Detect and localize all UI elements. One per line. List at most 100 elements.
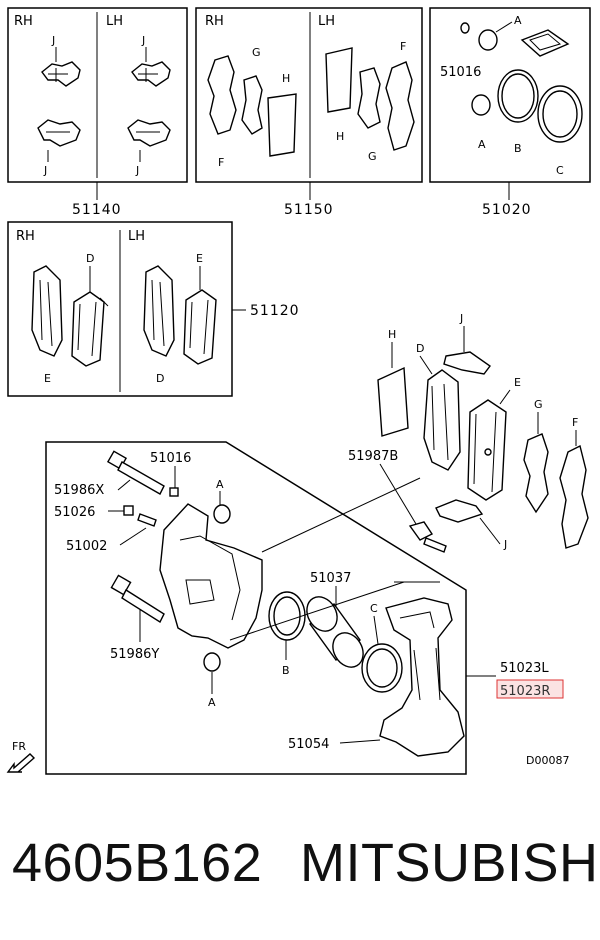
label-51986y: 51986Y: [110, 647, 159, 662]
svg-text:F: F: [400, 40, 406, 53]
piston-seal-b-icon: [268, 591, 306, 641]
box-51020[interactable]: A 51016 A B C: [429, 7, 591, 183]
label-51023l: 51023L: [500, 661, 549, 676]
svg-text:LH: LH: [318, 14, 335, 29]
svg-text:H: H: [336, 130, 344, 143]
caliper-assembly-box[interactable]: 51016 A 51986X 51026 51002 51986Y A 5103…: [45, 441, 467, 775]
svg-text:J: J: [503, 538, 507, 551]
svg-text:H: H: [282, 72, 290, 85]
svg-text:RH: RH: [16, 229, 35, 244]
caliper-support-bracket-icon: [379, 597, 465, 757]
label-51016-kit: 51016: [440, 65, 481, 80]
label-51016: 51016: [150, 451, 191, 466]
label-51020: 51020: [482, 202, 532, 218]
brake-pad-e-icon: [143, 265, 175, 357]
brake-pad-d-icon: [423, 369, 461, 471]
shim-f-icon: [559, 444, 589, 549]
boot-a-icon: [471, 94, 491, 116]
brake-pad-e-icon: [467, 399, 507, 501]
svg-text:E: E: [44, 372, 51, 385]
part-number: 4605B162: [12, 833, 263, 893]
caliper-pin-icon: [408, 521, 447, 553]
svg-text:D: D: [416, 342, 424, 355]
svg-text:J: J: [135, 164, 139, 177]
svg-text:RH: RH: [205, 14, 224, 29]
boot-a-icon: [203, 504, 231, 672]
boot-a-icon: [460, 22, 498, 51]
bleeder-screw-icon: [137, 513, 157, 527]
boot-a-icon: [169, 487, 179, 497]
dust-seal-c-icon: [537, 85, 583, 143]
svg-text:J: J: [43, 164, 47, 177]
svg-text:F: F: [218, 156, 224, 169]
shim-g-icon: [523, 433, 549, 514]
label-51140: 51140: [72, 202, 122, 218]
svg-text:G: G: [534, 398, 543, 411]
label-51026: 51026: [54, 505, 95, 520]
label-51150: 51150: [284, 202, 334, 218]
shim-h-icon: [267, 93, 297, 157]
diagram-id: D00087: [526, 754, 569, 767]
svg-text:J: J: [459, 312, 463, 325]
svg-text:A: A: [478, 138, 486, 151]
svg-text:LH: LH: [128, 229, 145, 244]
box-51120[interactable]: RH LH D E E D: [7, 221, 233, 397]
shim-f-icon: [207, 55, 237, 135]
box-51150[interactable]: RH LH G H F F H G: [195, 7, 423, 183]
svg-text:F: F: [572, 416, 578, 429]
piston-icon: [306, 596, 364, 668]
svg-text:B: B: [282, 664, 290, 677]
shim-h-icon: [377, 366, 409, 437]
shim-g-icon: [357, 67, 381, 129]
svg-text:A: A: [208, 696, 216, 709]
label-51986x: 51986X: [54, 483, 104, 498]
clip-j-icon: [443, 351, 491, 375]
svg-text:J: J: [141, 34, 145, 47]
guide-pin-bolt-x-icon: [106, 450, 165, 495]
parts-diagram: RH LH J J J J 51140 RH LH: [6, 7, 591, 775]
dust-boot-c-icon: [361, 643, 403, 693]
grease-pack-icon: [520, 29, 570, 57]
clip-j-icon: [41, 61, 81, 87]
label-51120: 51120: [250, 303, 300, 319]
clip-j-icon: [131, 61, 171, 87]
label-51037: 51037: [310, 571, 351, 586]
label-51054: 51054: [288, 737, 329, 752]
label-51987b: 51987B: [348, 449, 398, 464]
svg-text:E: E: [196, 252, 203, 265]
svg-text:A: A: [216, 478, 224, 491]
svg-text:FR: FR: [12, 740, 26, 753]
brake-pad-e-icon: [31, 265, 63, 357]
front-arrow-icon: FR: [6, 740, 36, 773]
rh-label: RH: [14, 14, 33, 29]
seal-b-icon: [497, 69, 539, 123]
shim-h-icon: [325, 47, 353, 113]
svg-text:J: J: [51, 34, 55, 47]
svg-text:E: E: [514, 376, 521, 389]
box-51140[interactable]: RH LH J J J J: [7, 7, 188, 183]
svg-text:G: G: [368, 150, 377, 163]
exploded-pads[interactable]: H J D E G F J: [377, 312, 589, 551]
product-footer: 4605B162 MITSUBISHI: [0, 822, 600, 912]
svg-text:D: D: [86, 252, 94, 265]
svg-text:C: C: [370, 602, 378, 615]
svg-text:B: B: [514, 142, 522, 155]
brand-name: MITSUBISHI: [300, 833, 600, 893]
label-51002: 51002: [66, 539, 107, 554]
svg-text:A: A: [514, 14, 522, 27]
highlight-51023r: [496, 679, 564, 699]
label-51023r[interactable]: 51023R: [500, 684, 550, 699]
svg-text:D: D: [156, 372, 164, 385]
bleeder-cap-icon: [123, 505, 134, 516]
guide-pin-bolt-y-icon: [110, 574, 165, 624]
shim-f-icon: [385, 61, 415, 151]
svg-text:G: G: [252, 46, 261, 59]
brake-pad-d-icon: [71, 291, 109, 367]
svg-text:C: C: [556, 164, 564, 177]
lh-label: LH: [106, 14, 123, 29]
brake-pad-d-icon: [183, 289, 217, 365]
clip-j-icon: [127, 119, 171, 147]
svg-text:H: H: [388, 328, 396, 341]
caliper-body-icon: [159, 503, 263, 649]
clip-j-icon: [37, 119, 81, 147]
